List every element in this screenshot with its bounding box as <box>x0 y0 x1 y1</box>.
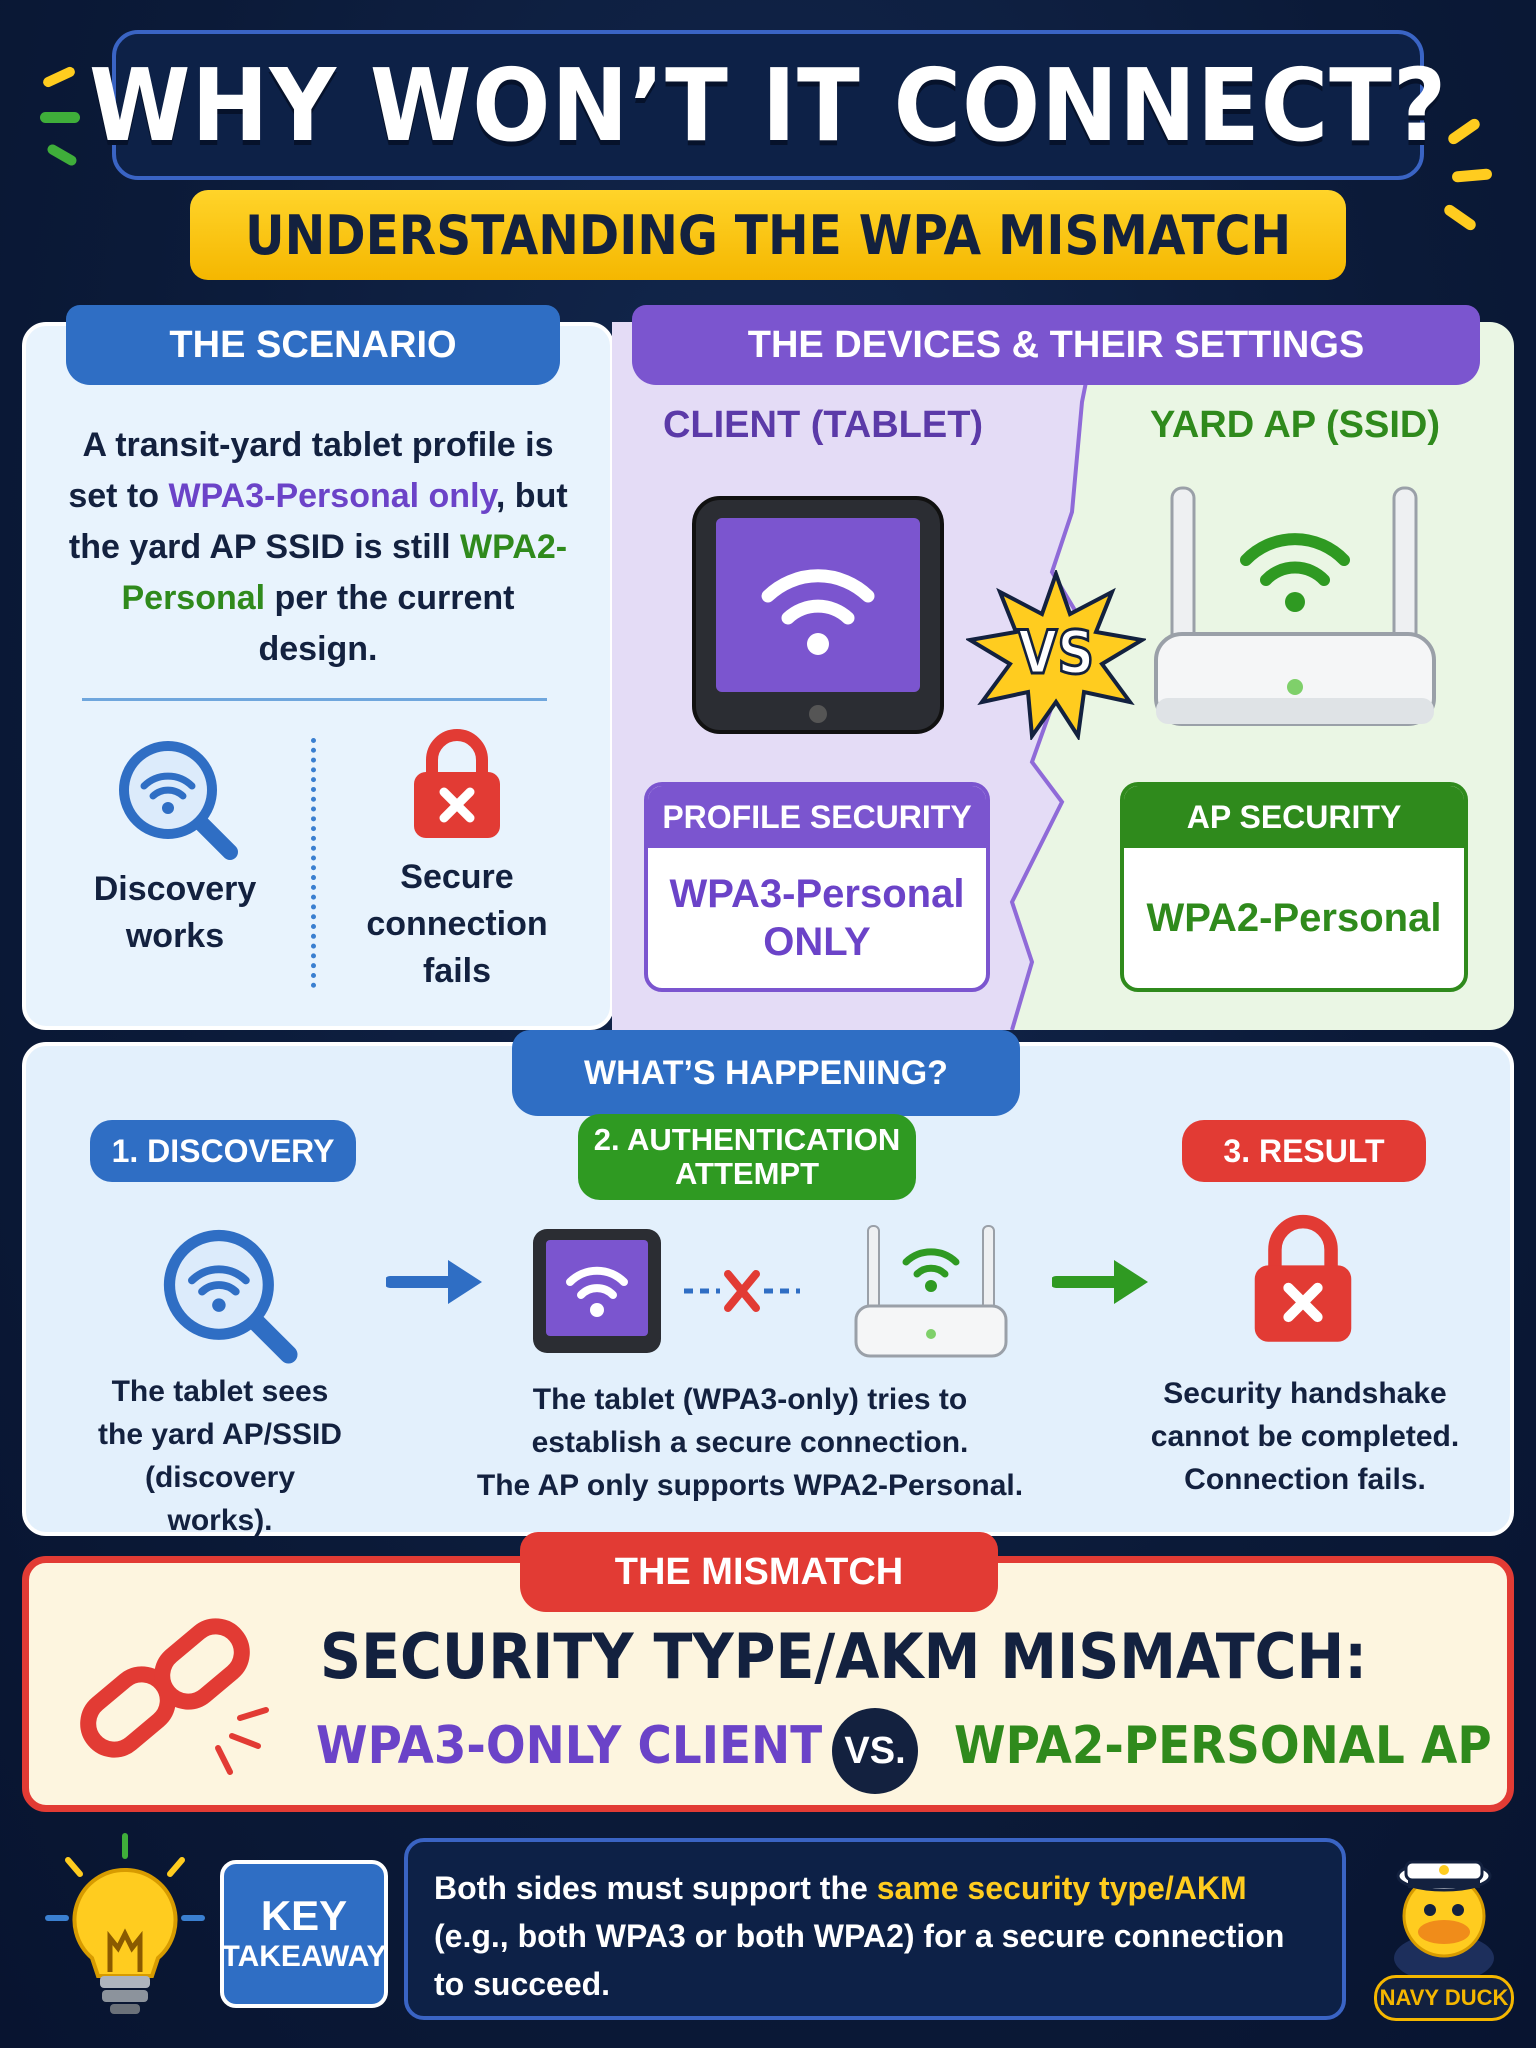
connection-blocked-icon <box>684 1270 800 1312</box>
brand-badge: NAVY DUCK <box>1374 1975 1514 2021</box>
scenario-heading: THE SCENARIO <box>66 305 560 385</box>
profile-security-value: WPA3-Personal ONLY <box>669 872 965 964</box>
subtitle-banner: UNDERSTANDING THE WPA MISMATCH <box>190 190 1346 280</box>
step-discovery-label: 1. DISCOVERY <box>90 1120 356 1182</box>
scenario-dotted-divider <box>311 738 316 988</box>
profile-security-box: PROFILE SECURITY WPA3-Personal ONLY <box>644 782 990 992</box>
yard-ap-label: YARD AP (SSID) <box>1150 404 1440 446</box>
step-result-text: Security handshake cannot be completed. … <box>1150 1377 1460 1496</box>
vs-badge: VS. <box>832 1708 918 1794</box>
arrow-right-icon <box>1052 1260 1148 1304</box>
page-subtitle: UNDERSTANDING THE WPA MISMATCH <box>244 203 1292 267</box>
tablet-wifi-icon <box>692 496 944 734</box>
ap-security-box: AP SECURITY WPA2-Personal <box>1120 782 1468 992</box>
scenario-panel <box>22 322 614 1030</box>
mismatch-title: SECURITY TYPE/AKM MISMATCH: <box>320 1620 1368 1693</box>
mismatch-heading: THE MISMATCH <box>520 1532 998 1612</box>
vs-badge-text: VS <box>1017 617 1096 690</box>
scenario-divider <box>82 698 547 701</box>
key-takeaway-label: KEY TAKEAWAY <box>220 1860 388 2008</box>
magnifier-wifi-icon <box>119 741 238 860</box>
takeaway-highlight: same security type/AKM <box>876 1870 1247 1906</box>
key-takeaway-text: Both sides must support the same securit… <box>404 1838 1346 2020</box>
page-title: WHY WON’T IT CONNECT? <box>88 46 1448 164</box>
router-wifi-icon <box>1154 486 1436 726</box>
router-wifi-icon <box>854 1225 1008 1358</box>
step-result-label: 3. RESULT <box>1182 1120 1426 1182</box>
discovery-works-caption: Discovery works <box>93 870 257 955</box>
client-tablet-label: CLIENT (TABLET) <box>662 404 984 446</box>
devices-heading: THE DEVICES & THEIR SETTINGS <box>632 305 1480 385</box>
profile-security-heading: PROFILE SECURITY <box>648 786 986 848</box>
vs-burst-icon <box>966 570 1146 740</box>
tablet-wifi-icon <box>533 1229 661 1353</box>
step-discovery-text: The tablet sees the yard AP/SSID (discov… <box>98 1375 342 1537</box>
ap-security-heading: AP SECURITY <box>1124 786 1464 848</box>
lock-error-icon <box>1254 1214 1352 1342</box>
magnifier-wifi-icon <box>163 1229 298 1364</box>
wpa2-highlight: WPA2-Personal <box>121 528 568 617</box>
step-authentication-text: The tablet (WPA3-only) tries to establis… <box>476 1383 1024 1502</box>
arrow-right-icon <box>386 1260 482 1304</box>
duck-mascot-icon <box>1394 1860 1494 1980</box>
ap-security-value: WPA2-Personal <box>1146 896 1442 940</box>
wpa2-ap-label: WPA2-PERSONAL AP <box>954 1716 1492 1776</box>
wpa3-highlight: WPA3-Personal only <box>168 477 496 515</box>
broken-link-icon <box>80 1618 269 1775</box>
lightbulb-icon <box>45 1833 205 2014</box>
whats-happening-heading: WHAT’S HAPPENING? <box>512 1030 1020 1116</box>
step-authentication-label: 2. AUTHENTICATION ATTEMPT <box>578 1114 916 1200</box>
lock-error-icon <box>414 729 500 838</box>
secure-connection-fails-caption: Secure connection fails <box>366 858 548 990</box>
title-banner: WHY WON’T IT CONNECT? <box>89 30 1446 180</box>
wpa3-client-label: WPA3-ONLY CLIENT <box>316 1716 823 1776</box>
scenario-description: A transit-yard tablet profile is set to … <box>68 426 568 668</box>
